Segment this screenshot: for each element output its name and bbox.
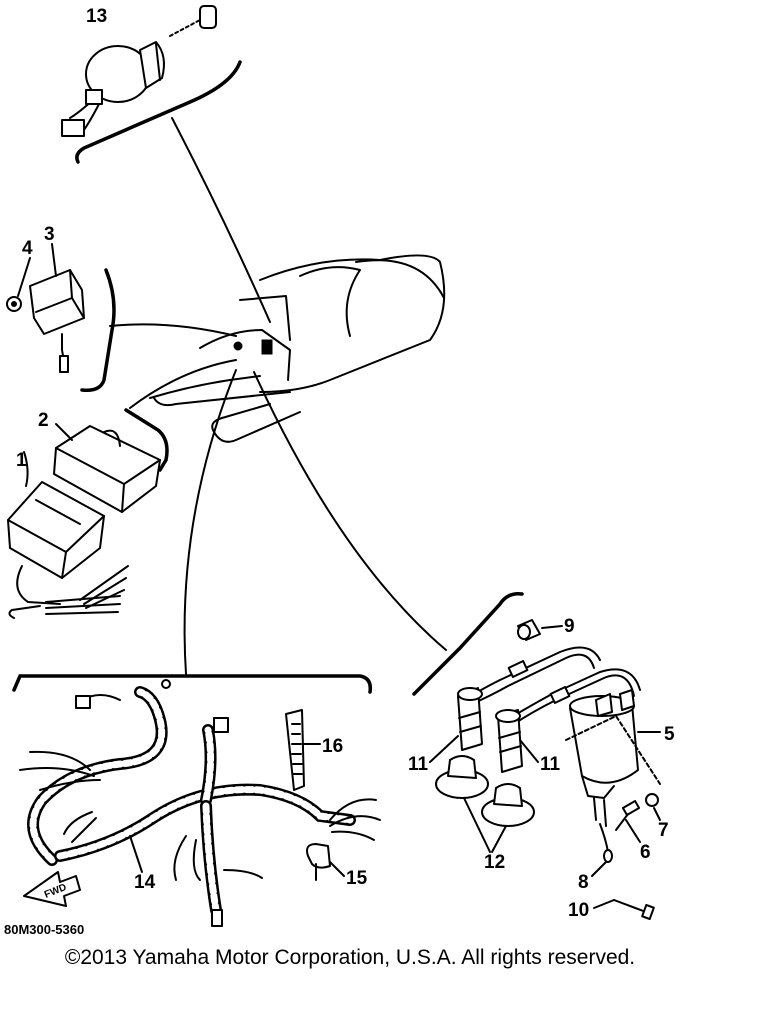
callout-4: 4 (22, 238, 33, 259)
leader-line-8 (591, 861, 607, 877)
lead-wire-part-8[interactable] (599, 823, 613, 863)
leader-line-9 (541, 625, 563, 629)
plug-caps-part-12[interactable] (435, 755, 535, 827)
nut-part-4[interactable] (6, 296, 22, 312)
leader-line-1 (23, 451, 29, 487)
leader-line-4 (17, 257, 31, 297)
callout-15: 15 (346, 868, 368, 889)
diagram-code: 80M300-5360 (4, 922, 84, 937)
callout-2: 2 (38, 410, 49, 431)
plug-cap-part-11a[interactable] (457, 687, 483, 751)
leader-line-3-frame (109, 323, 237, 337)
leader-line-15 (329, 861, 345, 877)
leader-line-2 (55, 423, 73, 441)
callout-12: 12 (484, 852, 505, 873)
callout-14: 14 (134, 872, 156, 893)
plug-cap-part-11b[interactable] (495, 709, 523, 773)
group-bracket-harness (12, 674, 373, 694)
leader-line-11b (519, 739, 539, 763)
leader-line-7 (653, 807, 661, 821)
forward-direction-arrow: FWD (23, 871, 81, 907)
callout-3: 3 (44, 224, 55, 245)
callout-11a: 11 (408, 754, 429, 775)
leader-line-12 (463, 797, 507, 853)
leader-line-14 (129, 835, 143, 873)
cap-part-9[interactable] (517, 619, 541, 641)
callout-10: 10 (568, 900, 589, 921)
leader-line-13 (171, 117, 271, 323)
callout-7: 7 (658, 820, 669, 841)
tie-strap-part-16[interactable] (285, 709, 305, 791)
callout-11b: 11 (540, 754, 561, 775)
callout-6: 6 (640, 842, 651, 863)
ignition-coil-part-5[interactable] (569, 689, 639, 827)
wire-harness-part-14[interactable] (19, 679, 381, 927)
callout-1: 1 (16, 450, 27, 471)
group-bracket-3-4 (80, 268, 116, 393)
clamp-part-15[interactable] (306, 843, 331, 881)
main-switch-part-13[interactable] (61, 5, 242, 164)
screw-part-10[interactable] (613, 899, 655, 921)
callout-8: 8 (578, 872, 589, 893)
cdi-unit-part-2[interactable] (53, 425, 161, 513)
leader-line-harness (183, 369, 237, 675)
leader-line-10 (593, 899, 615, 909)
cdi-wire-leads (8, 565, 129, 619)
cdi-unit-part-1[interactable] (7, 481, 105, 579)
callout-5: 5 (664, 724, 675, 745)
coil-outline-dash (565, 715, 661, 785)
leader-line-1-2-frame (129, 359, 237, 409)
leader-line-6 (625, 819, 641, 843)
bolt-part-6[interactable] (615, 800, 641, 831)
callout-13: 13 (86, 6, 107, 27)
callout-9: 9 (564, 616, 575, 637)
group-bracket-ignition (412, 591, 524, 696)
leader-line-3 (51, 243, 57, 277)
copyright-notice: ©2013 Yamaha Motor Corporation, U.S.A. A… (64, 946, 636, 969)
callout-16: 16 (322, 736, 343, 757)
leader-line-ignition (253, 371, 447, 651)
group-bracket-1-2 (124, 408, 169, 472)
leader-line-11a (429, 735, 459, 763)
snowmobile-body-outline (149, 254, 446, 443)
regulator-part-3[interactable] (29, 269, 85, 373)
washer-part-7[interactable] (645, 793, 659, 807)
